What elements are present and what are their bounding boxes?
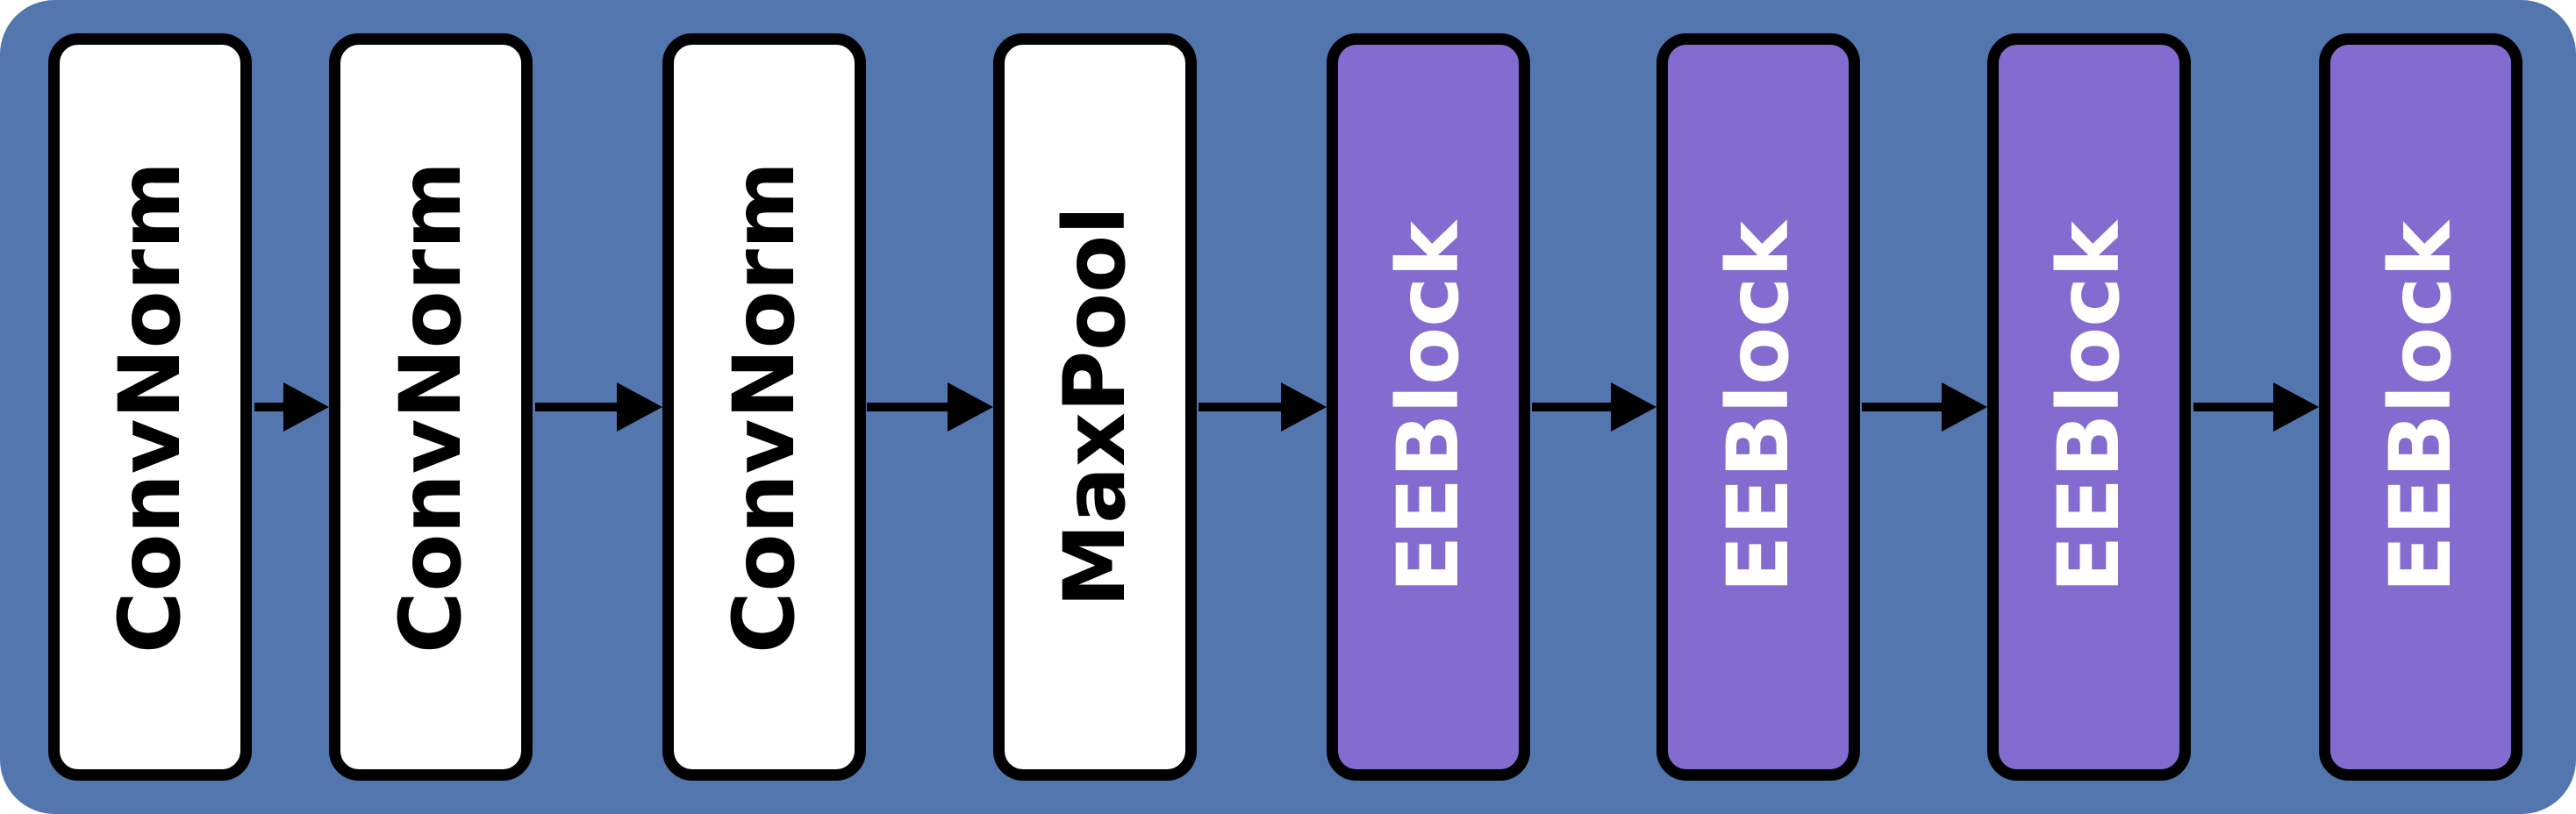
block-eeblock-2[interactable]: EEBlock xyxy=(1657,33,1860,781)
arrow-head-icon xyxy=(1281,382,1327,432)
block-label: EEBlock xyxy=(2040,221,2138,593)
arrow-head-icon xyxy=(1942,382,1987,432)
arrow-eeblock3-to-eeblock4 xyxy=(2193,382,2319,432)
arrow-maxpool-to-eeblock1 xyxy=(1199,382,1327,432)
arrow-convnorm3-to-maxpool xyxy=(867,382,993,432)
arrow-shaft xyxy=(535,403,617,411)
arrow-convnorm1-to-convnorm2 xyxy=(254,382,329,432)
arrow-head-icon xyxy=(1611,382,1657,432)
block-label: EEBlock xyxy=(1379,221,1478,593)
block-maxpool[interactable]: MaxPool xyxy=(993,33,1197,781)
block-eeblock-4[interactable]: EEBlock xyxy=(2319,33,2522,781)
block-label: ConvNorm xyxy=(101,161,199,653)
arrow-shaft xyxy=(1862,403,1942,411)
block-label: ConvNorm xyxy=(382,161,480,653)
block-eeblock-1[interactable]: EEBlock xyxy=(1327,33,1530,781)
arrow-eeblock2-to-eeblock3 xyxy=(1862,382,1987,432)
arrow-shaft xyxy=(254,403,283,411)
arrow-shaft xyxy=(867,403,948,411)
block-label: MaxPool xyxy=(1046,206,1144,608)
block-label: ConvNorm xyxy=(715,161,813,653)
arrow-eeblock1-to-eeblock2 xyxy=(1532,382,1657,432)
arrow-shaft xyxy=(1199,403,1281,411)
block-convnorm-1[interactable]: ConvNorm xyxy=(48,33,252,781)
arrow-convnorm2-to-convnorm3 xyxy=(535,382,662,432)
arrow-head-icon xyxy=(617,382,662,432)
arrow-head-icon xyxy=(2273,382,2319,432)
block-label: EEBlock xyxy=(2372,221,2470,593)
arrow-head-icon xyxy=(283,382,329,432)
block-label: EEBlock xyxy=(1709,221,1807,593)
arrow-shaft xyxy=(2193,403,2273,411)
arrow-head-icon xyxy=(948,382,993,432)
block-eeblock-3[interactable]: EEBlock xyxy=(1987,33,2191,781)
block-convnorm-3[interactable]: ConvNorm xyxy=(662,33,866,781)
block-convnorm-2[interactable]: ConvNorm xyxy=(329,33,533,781)
arrow-shaft xyxy=(1532,403,1611,411)
